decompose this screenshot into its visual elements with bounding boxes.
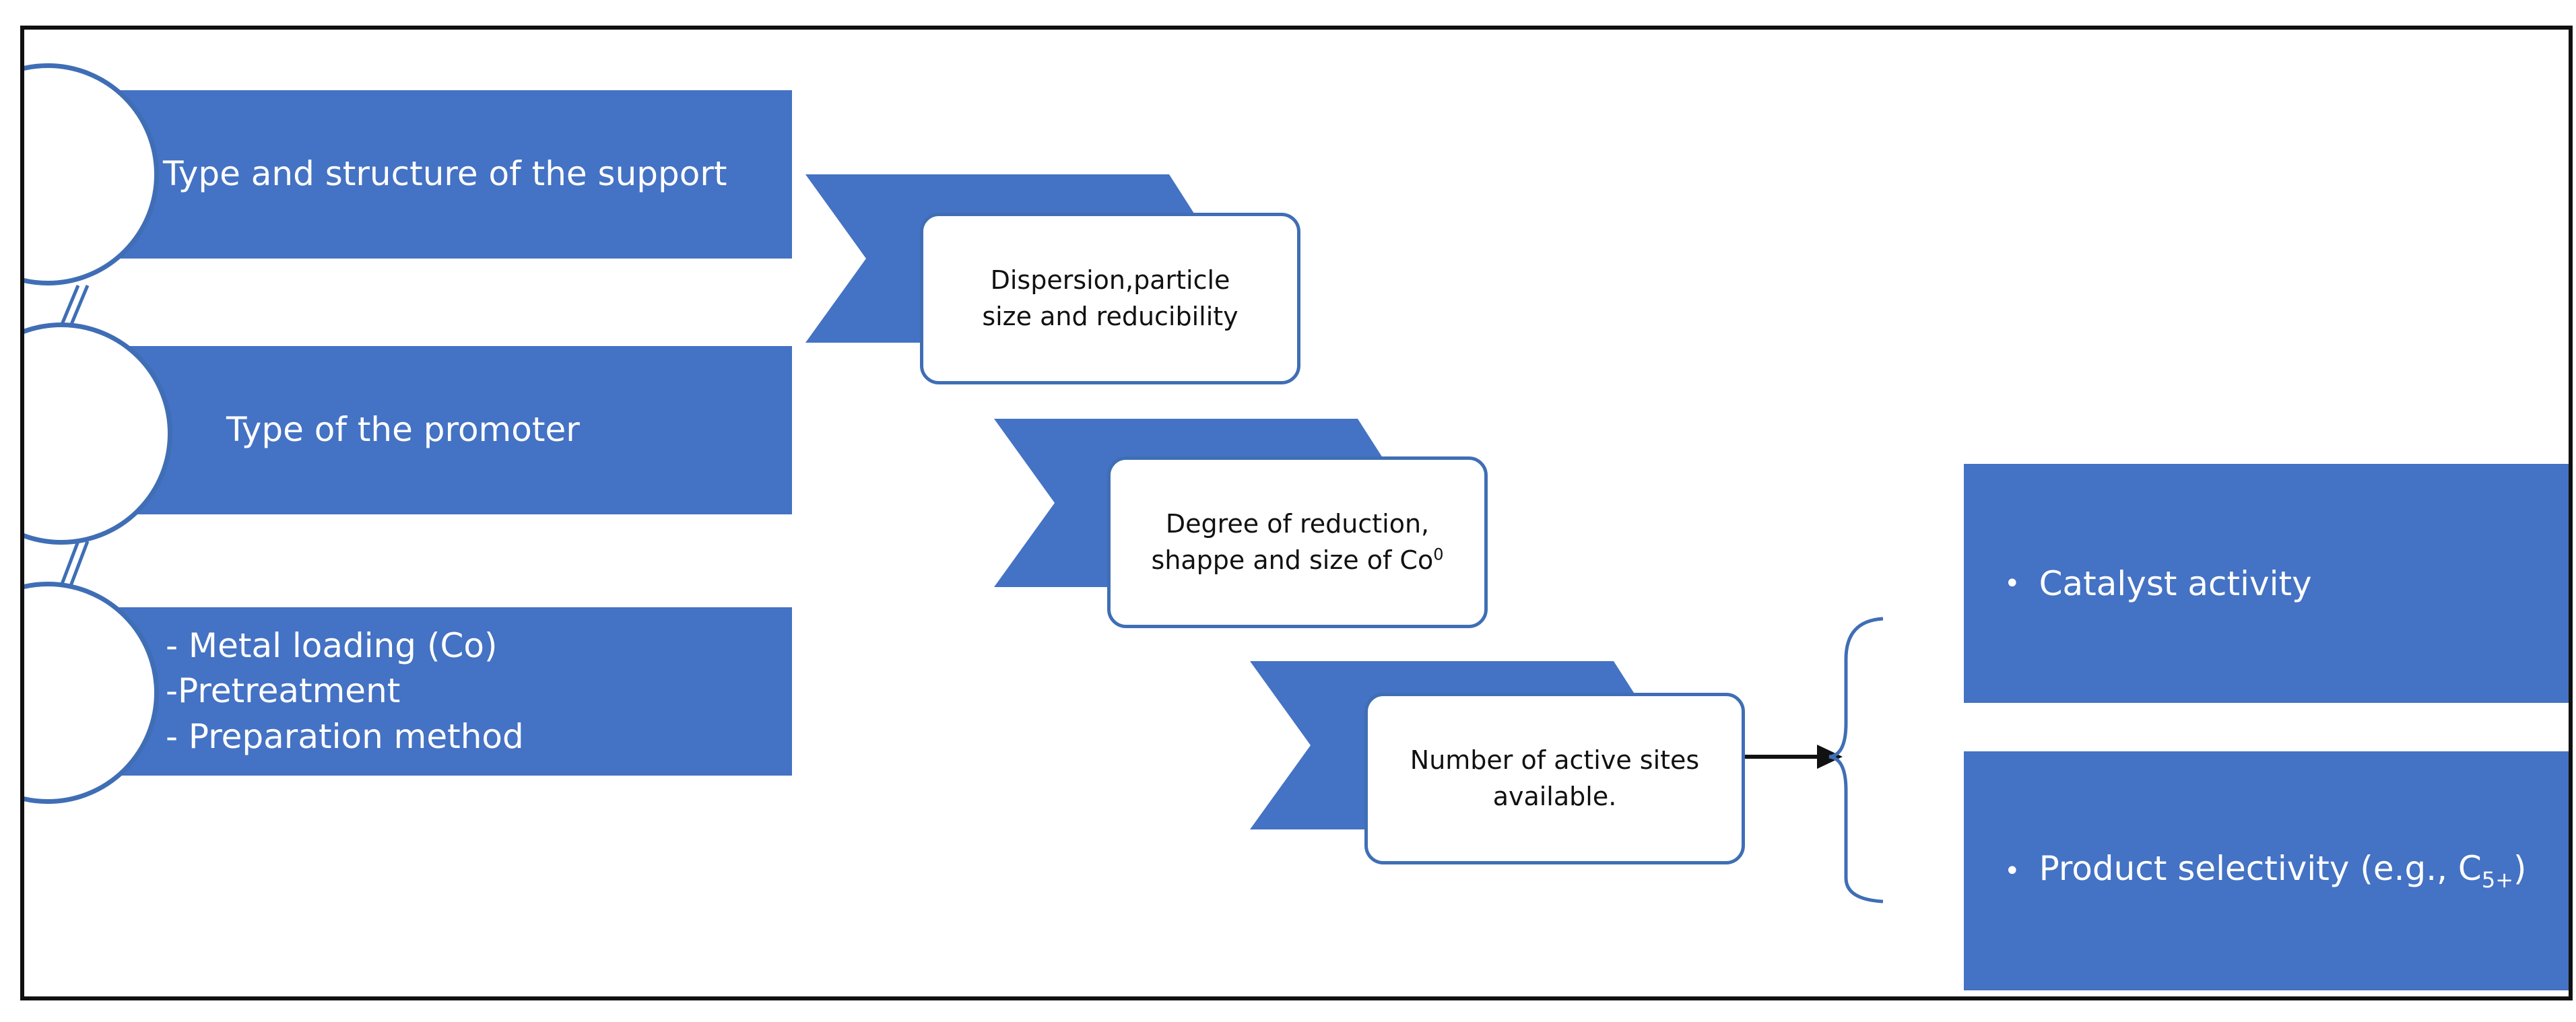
effect-line-active-sites-1: Number of active sites bbox=[1410, 745, 1700, 776]
effect-line-reduction-2: shappe and size of Co bbox=[1151, 545, 1434, 575]
bullet-icon: • bbox=[2004, 568, 2020, 599]
effect-line-reduction-1: Degree of reduction, bbox=[1165, 509, 1430, 539]
outcome-label-selectivity-suffix: ) bbox=[2513, 849, 2527, 888]
outcome-label-activity: Catalyst activity bbox=[2039, 564, 2312, 603]
bullet-icon: • bbox=[2004, 855, 2020, 887]
effect-line-dispersion-1: Dispersion,particle bbox=[990, 265, 1230, 296]
outcome-label-selectivity-prefix: Product selectivity (e.g., C bbox=[2039, 849, 2482, 888]
effect-line-dispersion-2: size and reducibility bbox=[982, 301, 1239, 331]
effect-line-active-sites-2: available. bbox=[1492, 781, 1617, 811]
circle-connectors bbox=[59, 285, 90, 586]
factor-label-promoter: Type of the promoter bbox=[226, 410, 580, 450]
factor-line-pretreatment: -Pretreatment bbox=[166, 671, 401, 711]
factor-line-metal-loading: - Metal loading (Co) bbox=[166, 625, 498, 665]
result-arrow-and-brace bbox=[1745, 617, 1884, 904]
diagram-frame: Type and structure of the support Type o… bbox=[20, 26, 2573, 1000]
outcome-box-selectivity: • Product selectivity (e.g., C5+) bbox=[1964, 751, 2569, 990]
factor-label-support: Type and structure of the support bbox=[163, 154, 727, 194]
effect-box-reduction: Degree of reduction, shappe and size of … bbox=[1107, 456, 1488, 628]
outcome-carbon-subscript: 5+ bbox=[2481, 867, 2514, 893]
effect-box-dispersion: Dispersion,particle size and reducibilit… bbox=[920, 213, 1300, 384]
effect-box-active-sites: Number of active sites available. bbox=[1364, 693, 1745, 864]
effect-cobalt-superscript: 0 bbox=[1433, 544, 1444, 564]
curly-brace-icon bbox=[1828, 617, 1884, 904]
outcome-box-activity: • Catalyst activity bbox=[1964, 464, 2569, 703]
outcome-label-selectivity: Product selectivity (e.g., C5+) bbox=[2039, 849, 2527, 893]
right-arrow-icon bbox=[1745, 745, 1843, 769]
factor-line-preparation: - Preparation method bbox=[166, 716, 524, 756]
